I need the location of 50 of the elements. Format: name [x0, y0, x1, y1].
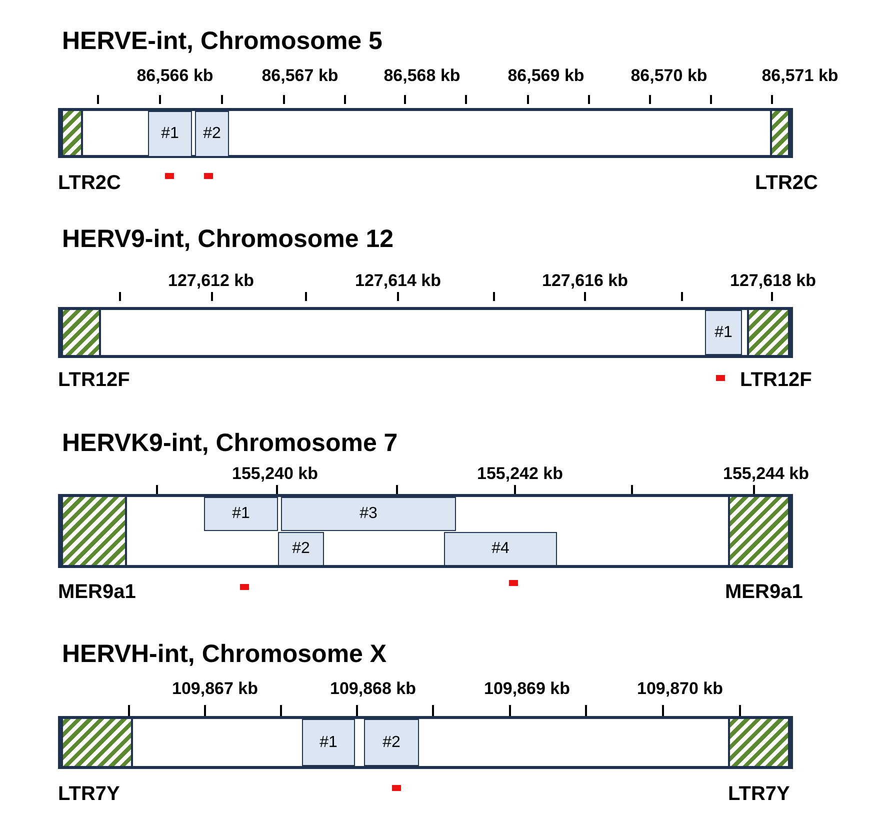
- ltr-label: LTR12F: [58, 369, 130, 392]
- domain-box: #2: [195, 111, 229, 157]
- domain-box: #1: [148, 111, 192, 157]
- panel-title: HERV9-int, Chromosome 12: [62, 225, 394, 254]
- ltr-label: LTR12F: [740, 369, 812, 392]
- ltr-label: MER9a1: [58, 581, 136, 604]
- domain-box: #3: [281, 497, 456, 531]
- panel-title: HERVH-int, Chromosome X: [62, 640, 387, 669]
- domain-box: #1: [204, 497, 278, 531]
- hatched-region: [61, 719, 133, 766]
- coordinate-label: 109,870 kb: [637, 679, 723, 699]
- hatched-region: [728, 719, 790, 766]
- coordinate-label: 127,618 kb: [730, 271, 816, 291]
- coordinate-label: 86,569 kb: [508, 66, 584, 86]
- coordinate-label: 127,612 kb: [168, 271, 254, 291]
- coordinate-label: 86,570 kb: [630, 66, 708, 86]
- coordinate-label: 155,242 kb: [477, 464, 563, 484]
- ltr-label: LTR7Y: [58, 783, 120, 806]
- coordinate-label: 109,868 kb: [330, 679, 416, 699]
- coordinate-label: 86,571 kb: [762, 66, 838, 86]
- coordinate-label: 86,567 kb: [262, 66, 338, 86]
- domain-box: #2: [278, 532, 324, 566]
- hatched-region: [61, 111, 83, 155]
- ltr-label: LTR7Y: [728, 783, 790, 806]
- coordinate-label: 127,614 kb: [355, 271, 441, 291]
- domain-box: #1: [705, 310, 742, 355]
- genome-bar: [58, 716, 793, 769]
- genome-bar: [58, 494, 793, 568]
- panel-title: HERVE-int, Chromosome 5: [62, 27, 382, 56]
- coordinate-label: 86,566 kb: [136, 66, 214, 86]
- ltr-label: MER9a1: [725, 581, 803, 604]
- coordinate-label: 109,869 kb: [484, 679, 570, 699]
- coordinate-label: 155,244 kb: [723, 464, 809, 484]
- coordinate-label: 86,568 kb: [384, 66, 460, 86]
- panel-title: HERVK9-int, Chromosome 7: [62, 429, 398, 458]
- hatched-region: [770, 111, 790, 155]
- ltr-label: LTR2C: [58, 172, 121, 195]
- coordinate-label: 155,240 kb: [232, 464, 318, 484]
- hatched-region: [61, 497, 127, 565]
- coordinate-label: 109,867 kb: [172, 679, 258, 699]
- hatched-region: [728, 497, 790, 565]
- domain-box: #2: [364, 719, 419, 766]
- domain-box: #4: [444, 532, 557, 566]
- genome-bar: [58, 108, 793, 158]
- coordinate-label: 127,616 kb: [542, 271, 628, 291]
- hatched-region: [61, 310, 101, 355]
- genome-bar: [58, 307, 793, 358]
- ltr-label: LTR2C: [755, 172, 818, 195]
- domain-box: #1: [302, 719, 355, 766]
- hatched-region: [747, 310, 790, 355]
